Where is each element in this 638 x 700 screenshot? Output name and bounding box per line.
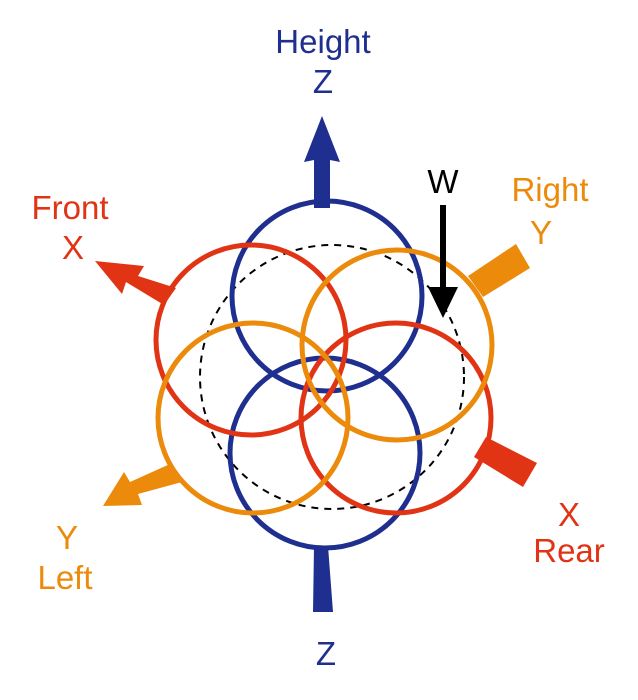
x-rear-label: X [557, 496, 580, 533]
z-axis-arrows [304, 116, 340, 612]
rear-label: Rear [533, 532, 605, 569]
x-circle-rear [298, 320, 494, 516]
x-axis-rear-stub [474, 437, 537, 487]
x-axis-arrows [95, 261, 537, 487]
z-circle-lower [227, 355, 423, 551]
x-axis-front-arrow [95, 261, 176, 305]
z-circle-upper [229, 198, 425, 394]
x-front-label: X [61, 229, 84, 266]
z-bottom-label: Z [315, 635, 337, 672]
left-label: Left [37, 559, 93, 596]
z-axis-up-arrow [304, 116, 340, 208]
y-axis-left-arrow [103, 464, 182, 506]
right-label: Right [511, 171, 589, 208]
w-force-arrow [428, 205, 458, 318]
y-circle-right [299, 247, 495, 443]
y-left-label: Y [55, 519, 78, 556]
w-label: W [427, 163, 459, 200]
front-label: Front [31, 189, 109, 226]
y-axis-right-stub [468, 244, 530, 297]
reference-circle [199, 244, 465, 510]
z-axis-down-stub [313, 546, 333, 612]
height-label: Height [275, 23, 371, 60]
y-circle-left [155, 320, 351, 516]
y-right-label: Y [529, 214, 552, 251]
y-axis-arrows [103, 244, 530, 506]
z-top-label: Z [312, 63, 334, 100]
